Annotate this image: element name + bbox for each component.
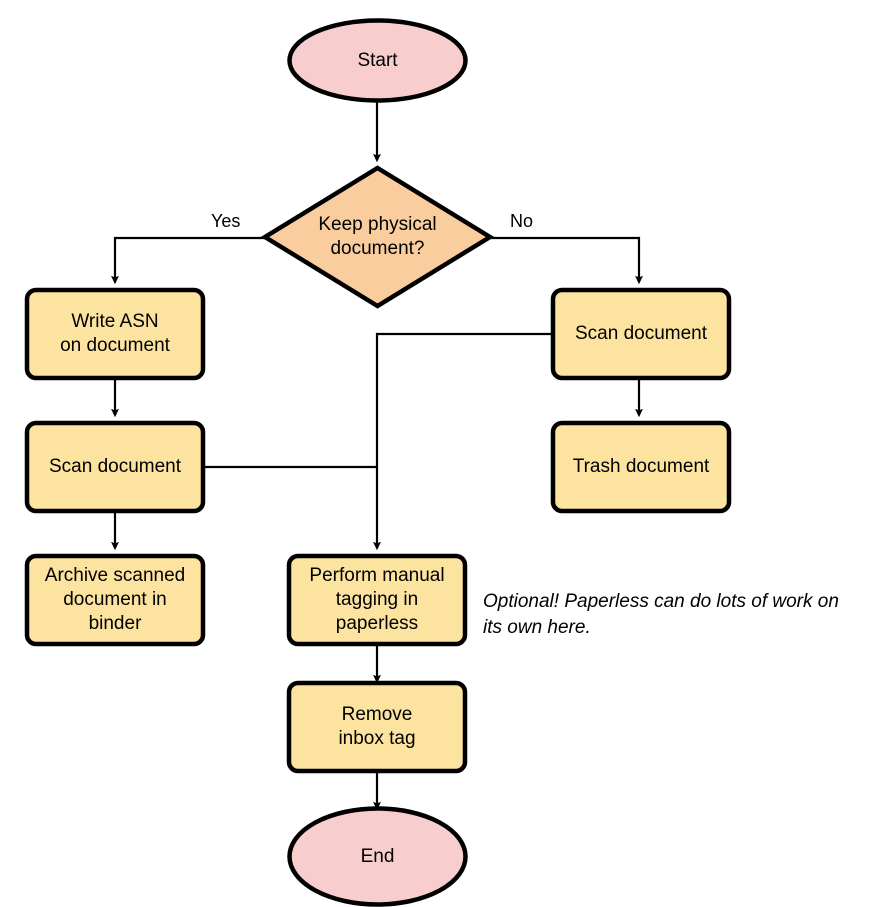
node-remove-inbox-tag[interactable] <box>286 680 468 774</box>
node-archive-scanned-document[interactable] <box>24 553 206 647</box>
node-scan-document-left[interactable] <box>24 420 206 514</box>
node-perform-manual-tagging[interactable] <box>286 553 468 647</box>
edge-scan-right-to-tagging <box>373 332 553 551</box>
node-trash-document[interactable] <box>550 420 732 514</box>
edge-decision-no-to-scan-right <box>490 236 643 285</box>
node-end[interactable] <box>287 806 468 907</box>
node-decision-keep-physical-document[interactable] <box>260 165 495 309</box>
node-write-asn[interactable] <box>24 287 206 381</box>
edge-label-yes: Yes <box>211 211 241 231</box>
edge-decision-yes-to-write-asn <box>111 236 265 285</box>
connector-layer <box>111 101 643 811</box>
node-start[interactable] <box>287 18 468 103</box>
node-scan-document-right[interactable] <box>550 287 732 381</box>
edge-label-no: No <box>510 211 534 231</box>
optional-note-text: Optional! Paperless can do lots of work … <box>483 591 839 638</box>
